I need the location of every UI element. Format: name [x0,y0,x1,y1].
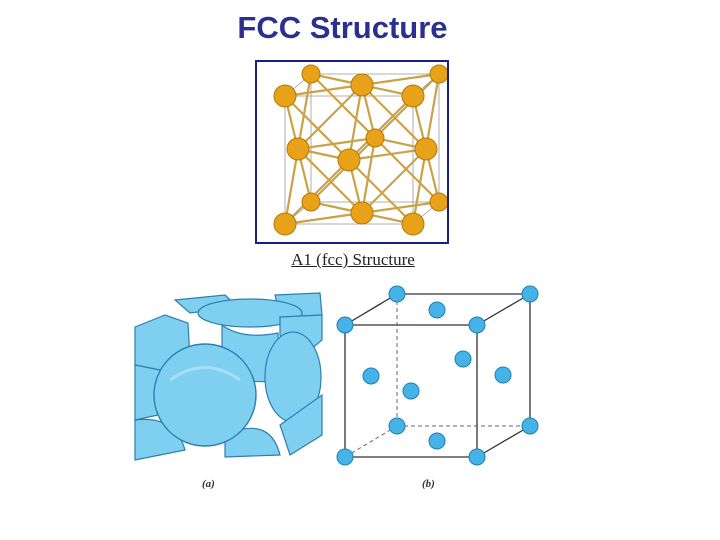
fcc-hard-sphere-model [134,292,323,461]
bond [374,73,440,139]
face-sphere-front [153,343,257,447]
bond [310,73,376,139]
bond [361,84,427,150]
corner-atom [468,448,486,466]
corner-sphere [279,393,323,456]
face-center-atom [350,201,374,225]
bond [348,147,427,162]
fcc-lattice-points-model [336,285,539,466]
slide-title: FCC Structure [237,10,448,45]
corner-atom [388,285,406,303]
sub-figure-label-b: (b) [422,478,435,490]
bond [284,211,363,226]
bond [424,73,441,150]
bond [411,148,428,225]
corner-atom [388,417,406,435]
corner-atom [468,316,486,334]
bond [361,148,427,214]
bond [284,95,350,161]
bond [297,148,363,214]
face-center-atom [286,137,310,161]
corner-atom [301,64,321,84]
face-center-atom [428,432,446,450]
bond [284,159,350,225]
corner-atom [336,448,354,466]
corner-atom [429,192,447,212]
corner-atom [273,84,297,108]
face-center-atom [365,128,385,148]
face-center-atom [362,367,380,385]
face-center-atom [454,350,472,368]
corner-atom [336,316,354,334]
bond [361,200,440,215]
bond [348,159,414,225]
fcc-figure-caption: A1 (fcc) Structure [291,250,415,269]
face-center-atom [402,382,420,400]
bond [374,137,440,203]
fcc-ball-stick-diagram [273,64,447,236]
face-center-atom [337,148,361,172]
bond [297,84,363,150]
corner-atom [273,212,297,236]
bond [296,73,313,150]
face-center-atom [494,366,512,384]
bond [284,83,363,98]
bond [361,72,440,87]
bond [297,136,376,151]
corner-atom [521,285,539,303]
face-center-atom [414,137,438,161]
bond [348,95,414,161]
bond [283,148,300,225]
corner-atom [521,417,539,435]
face-center-atom [350,73,374,97]
bond [360,137,377,214]
face-sphere-top [197,298,303,328]
fcc-ball-stick-figure [255,60,449,244]
bond [347,84,364,161]
corner-atom [429,64,447,84]
sub-figure-label-a: (a) [202,478,215,490]
bond [310,137,376,203]
corner-atom [301,192,321,212]
corner-atom [401,84,425,108]
corner-atom [401,212,425,236]
face-center-atom [428,301,446,319]
